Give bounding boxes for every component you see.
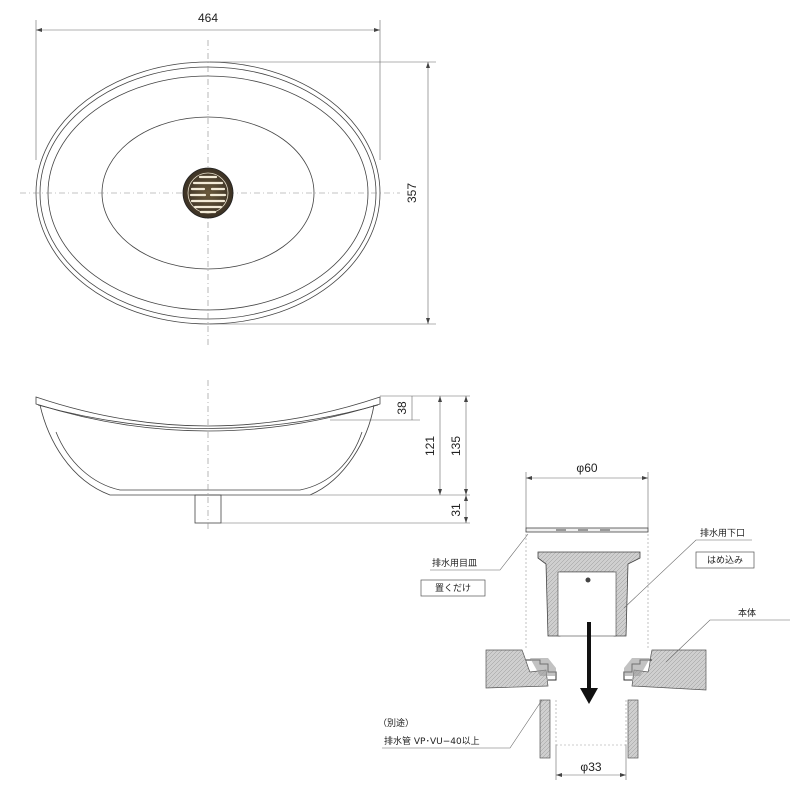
label-drain-outlet: 排水用下口 xyxy=(700,527,745,539)
basin-body-section xyxy=(485,649,707,691)
label-drain-plate: 排水用目皿 xyxy=(432,557,477,569)
label-plate-note-box xyxy=(420,579,486,597)
dim-total-135: 135 xyxy=(449,436,463,456)
label-plate-note: 置くだけ xyxy=(435,583,471,594)
dim-rim-38: 38 xyxy=(395,401,409,415)
label-outlet-note: はめ込み xyxy=(707,555,743,566)
drain-plate xyxy=(525,527,649,533)
dim-diameter-33: φ33 xyxy=(580,760,601,774)
label-drain-pipe: 排水管 VP･VU−40以上 xyxy=(384,735,480,747)
depth-dimension: 357 xyxy=(405,183,419,203)
dim-bowl-121: 121 xyxy=(423,436,437,456)
drain-detail: φ60 xyxy=(378,461,790,780)
drain-strainer-icon xyxy=(182,167,234,219)
drain-pipe xyxy=(539,699,639,759)
flow-arrow-icon xyxy=(580,622,598,704)
basin-side-rim xyxy=(35,396,381,432)
label-outlet-note-box xyxy=(695,551,755,569)
dim-diameter-60: φ60 xyxy=(576,461,597,475)
label-separate: （別途） xyxy=(378,717,414,729)
label-body: 本体 xyxy=(738,607,756,619)
top-view: 464 357 xyxy=(20,11,436,345)
side-view: 38 121 135 31 xyxy=(35,380,470,530)
dim-drain-31: 31 xyxy=(449,503,463,517)
width-dimension: 464 xyxy=(198,11,218,25)
basin-side-body xyxy=(39,404,375,496)
